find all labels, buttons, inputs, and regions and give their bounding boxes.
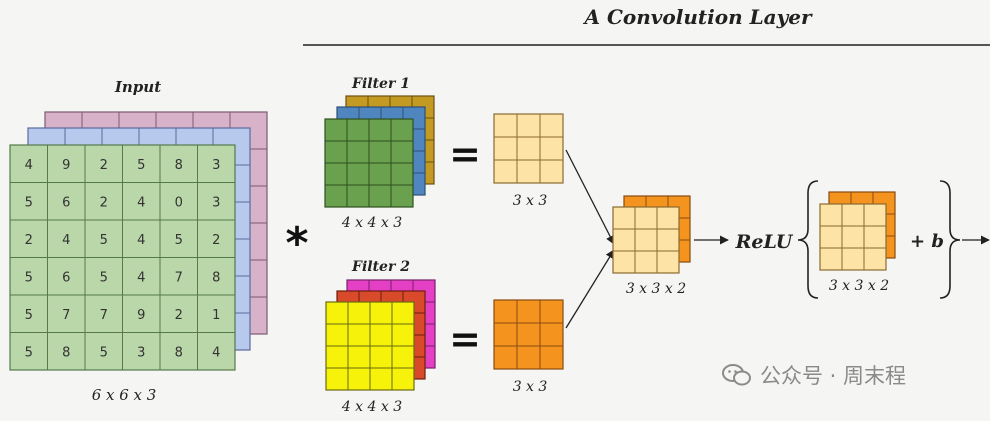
input-channel-1-cell-value: 8 xyxy=(175,158,183,173)
filter1-channel-1-cell xyxy=(390,184,414,208)
input-channel-1: 4 9 2 5 8 3 5 6 2 4 0 3 2 4 5 4 5 2 5 6 5 4 7 8 5 7 7 9 2 1 5 8 5 3 8 4 xyxy=(9,144,236,371)
equals-sign-1: = xyxy=(449,132,481,176)
output2-feature-map xyxy=(493,299,564,370)
output2-dims-label: 3 x 3 xyxy=(513,379,548,395)
input-channel-1-cell-value: 5 xyxy=(25,345,33,360)
relu-output-front xyxy=(819,203,887,271)
filter1-label: Filter 1 xyxy=(351,76,410,92)
input-channel-1-cell-value: 2 xyxy=(175,308,183,323)
input-channel-1-cell-value: 4 xyxy=(137,195,145,210)
input-channel-1-cell-value: 2 xyxy=(100,195,108,210)
relu-front-background xyxy=(819,203,887,271)
arrow-output2-to-stack xyxy=(565,249,615,329)
convolution-operator: * xyxy=(285,218,308,269)
watermark-text: 公众号 · 周末程 xyxy=(760,364,907,388)
input-channel-1-cell xyxy=(197,332,236,371)
input-label: Input xyxy=(114,78,161,96)
input-channel-1-cell-value: 6 xyxy=(62,195,70,210)
input-channel-1-cell-value: 3 xyxy=(212,195,220,210)
input-channel-1-cell-value: 8 xyxy=(212,270,220,285)
input-channel-1-cell-value: 9 xyxy=(137,308,145,323)
output1-feature-map xyxy=(493,113,564,184)
input-channel-1-cell-value: 2 xyxy=(100,158,108,173)
wechat-icon xyxy=(722,364,751,386)
input-channel-1-cell-value: 4 xyxy=(212,345,220,360)
input-channel-1-cell-value: 0 xyxy=(175,195,183,210)
right-brace xyxy=(939,180,961,299)
input-channel-1-cell-value: 7 xyxy=(175,270,183,285)
input-channel-1-cell-value: 1 xyxy=(212,308,220,323)
input-channel-1-cell-value: 7 xyxy=(62,308,70,323)
input-channel-1-cell-value: 5 xyxy=(100,270,108,285)
input-channel-1-cell-value: 5 xyxy=(137,158,145,173)
input-channel-1-cell-value: 8 xyxy=(175,345,183,360)
input-channel-1-cell-value: 5 xyxy=(25,195,33,210)
stacked-output-front xyxy=(612,206,680,274)
input-channel-1-cell-value: 4 xyxy=(25,158,33,173)
filter1-channel-1 xyxy=(324,118,414,208)
input-channel-1-cell-value: 2 xyxy=(25,233,33,248)
watermark: 公众号 · 周末程 xyxy=(722,360,906,390)
output2-cell xyxy=(539,345,564,370)
relu-dims-label: 3 x 3 x 2 xyxy=(829,278,889,294)
input-channel-1-cell-value: 4 xyxy=(62,233,70,248)
output1-cell xyxy=(539,159,564,184)
filter2-dims-label: 4 x 4 x 3 xyxy=(341,399,402,415)
input-channel-1-cell-value: 6 xyxy=(62,270,70,285)
page-title: A Convolution Layer xyxy=(583,5,813,29)
bias-label: + b xyxy=(910,231,944,252)
filter2-label: Filter 2 xyxy=(351,259,410,275)
input-channel-1-cell-value: 5 xyxy=(100,345,108,360)
stacked-front-background xyxy=(612,206,680,274)
input-channel-1-cell-value: 4 xyxy=(137,270,145,285)
relu-label: ReLU xyxy=(735,231,794,253)
filter1-dims-label: 4 x 4 x 3 xyxy=(341,215,402,231)
stacked-front-cell xyxy=(656,250,680,274)
input-channel-1-cell-value: 3 xyxy=(137,345,145,360)
input-channel-1-cell-value: 5 xyxy=(25,270,33,285)
input-channel-1-cell-value: 5 xyxy=(175,233,183,248)
filter2-channel-1-cell xyxy=(391,367,415,391)
input-channel-1-cell-value: 5 xyxy=(100,233,108,248)
output1-background xyxy=(493,113,564,184)
left-brace xyxy=(797,180,819,299)
output1-dims-label: 3 x 3 xyxy=(513,193,548,209)
input-channel-1-cell-value: 9 xyxy=(62,158,70,173)
equals-sign-2: = xyxy=(449,317,481,361)
output2-background xyxy=(493,299,564,370)
input-dims-label: 6 x 6 x 3 xyxy=(92,386,157,404)
input-channel-1-cell-value: 2 xyxy=(212,233,220,248)
stacked-dims-label: 3 x 3 x 2 xyxy=(626,281,686,297)
input-channel-1-cell-value: 8 xyxy=(62,345,70,360)
relu-front-cell xyxy=(863,247,887,271)
filter2-channel-1 xyxy=(325,301,415,391)
input-channel-1-cell-value: 3 xyxy=(212,158,220,173)
arrow-output1-to-stack xyxy=(565,149,615,245)
input-channel-1-cell-value: 7 xyxy=(100,308,108,323)
input-channel-1-cell-value: 4 xyxy=(137,233,145,248)
input-channel-1-cell-value: 5 xyxy=(25,308,33,323)
